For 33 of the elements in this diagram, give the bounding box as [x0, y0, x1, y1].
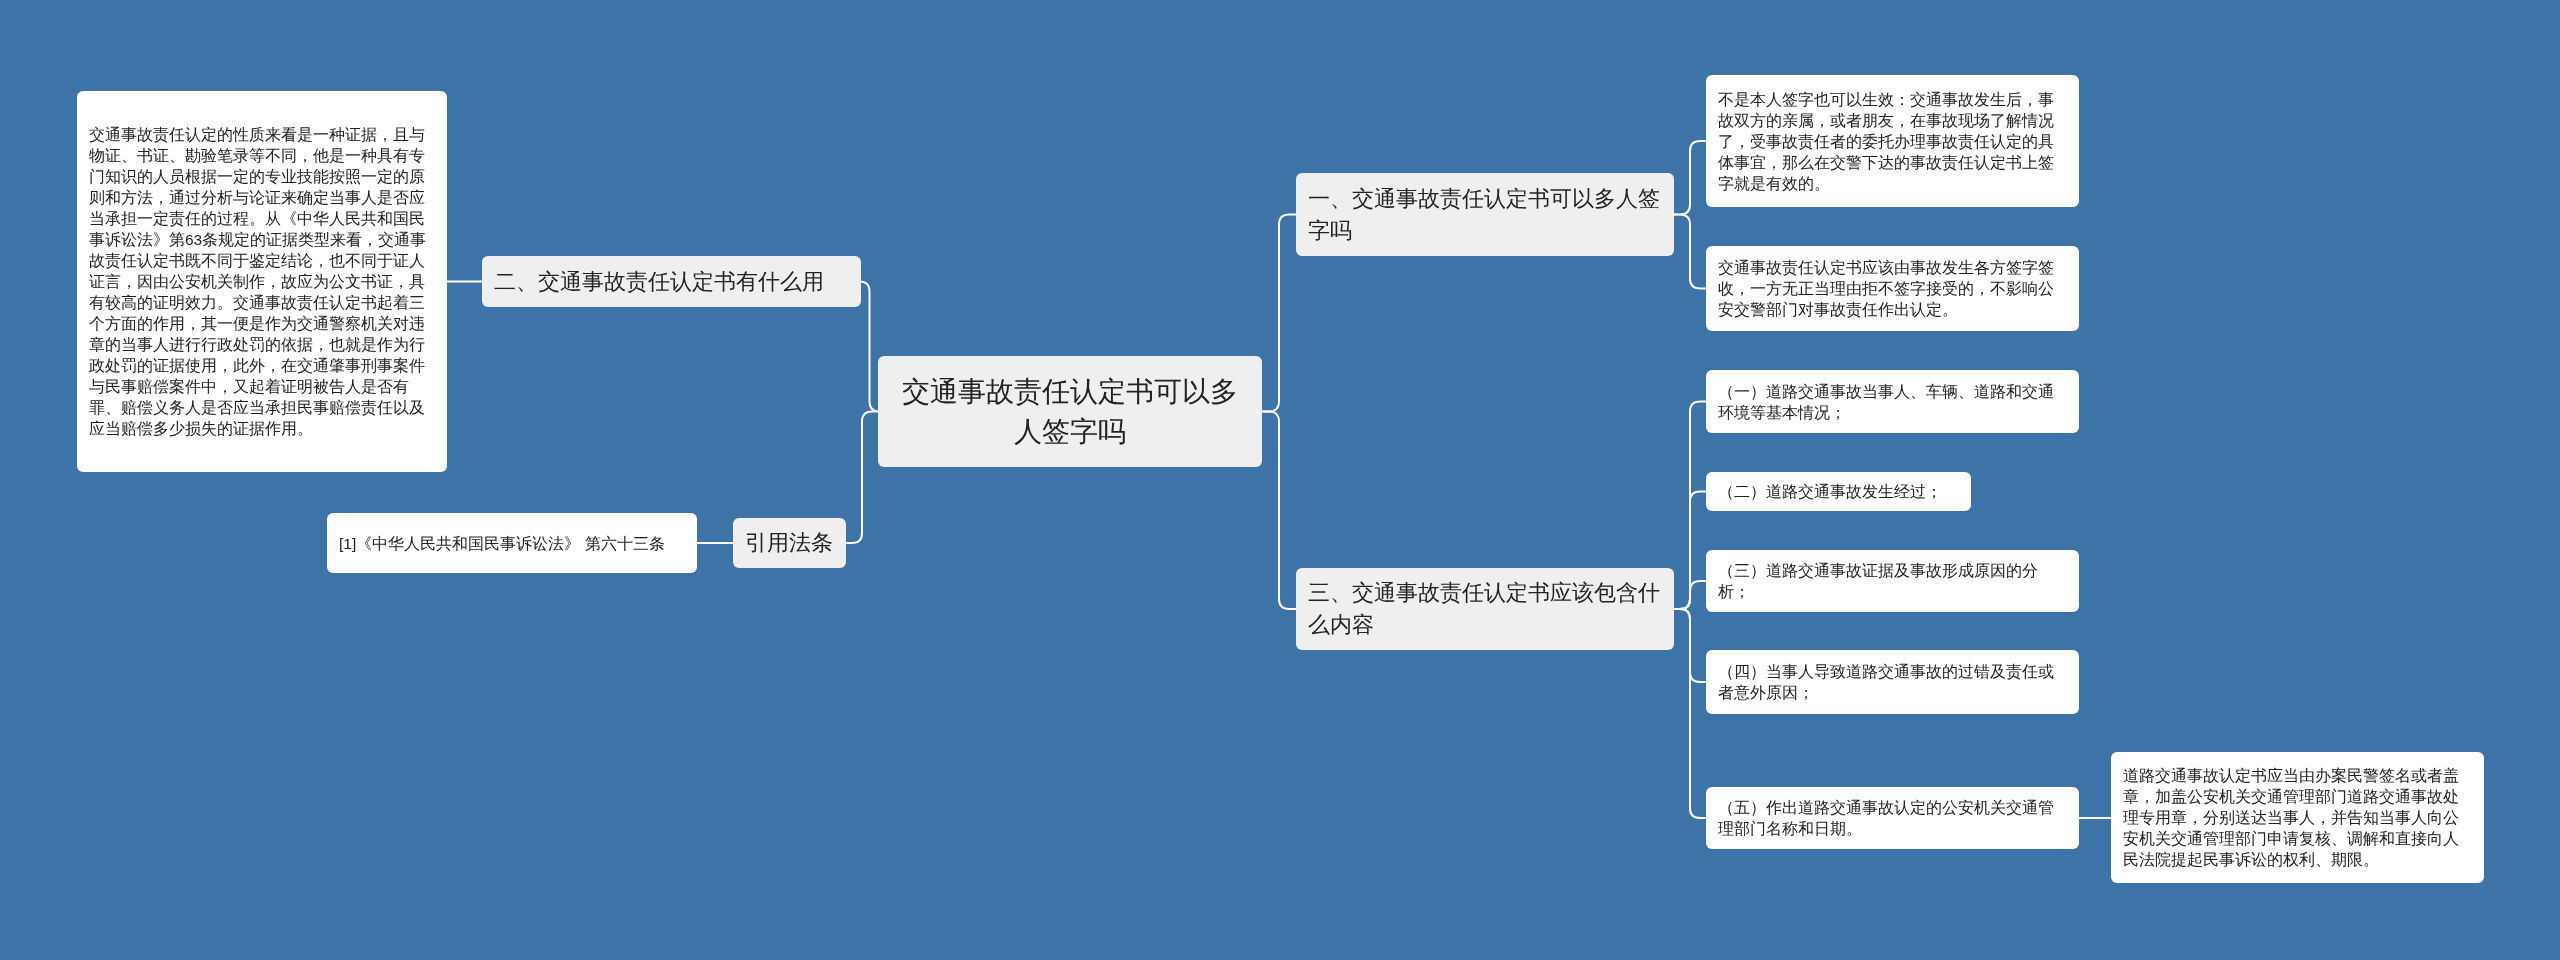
topic-text: 交通事故责任认定的性质来看是一种证据，且与物证、书证、勘验笔录等不同，他是一种具有专门知识的人员根据一定的专业技能按照一定的原则和方法，通过分析与论证来确定当事人是否应当承担一定责任的过程。从《中华人民共和国民事诉讼法》第63条规定的证据类型来看，交通事故责任认定书既不同于鉴定结论，也不同于证人证言，因由公安机关制作，故应为公文书证，具有较高的证明效力。交通事故责任认定书起着三个方面的作用，其一便是作为交通警察机关对违章的当事人进行行政处罚的依据，也就是作为行政处罚的证据使用，此外，在交通肇事刑事案件与民事赔偿案件中，又起着证明被告人是否有罪、赔偿义务人是否应当承担民事赔偿责任以及应当赔偿多少损失的证据作用。 [89, 125, 428, 439]
central-topic-box [878, 356, 1262, 467]
note-card [1706, 550, 2079, 612]
note-card [327, 513, 697, 573]
connector-line [2078, 817, 2112, 819]
topic-text: 交通事故责任认定书应该由事故发生各方签字签收，一方无正当理由拒不签字接受的，不影响公安交警部门对事故责任作出认定。 [1718, 258, 2055, 320]
topic-box [1296, 173, 1674, 256]
topic-text: 二、交通事故责任认定书有什么用 [494, 267, 824, 296]
topic-box [1296, 568, 1674, 650]
connector-line [696, 542, 734, 544]
topic-box [733, 518, 846, 568]
note-card [1706, 472, 1971, 511]
topic-text: 交通事故责任认定书可以多人签字吗 [901, 374, 1239, 449]
note-card [1706, 246, 2079, 331]
note-card [77, 91, 447, 472]
topic-text: 一、交通事故责任认定书可以多人签字吗 [1308, 184, 1661, 245]
topic-text: （三）道路交通事故证据及事故形成原因的分析； [1718, 561, 2039, 602]
topic-text: （四）当事人导致道路交通事故的过错及责任或者意外原因； [1718, 662, 2055, 703]
note-card [2111, 752, 2484, 883]
note-card [1706, 370, 2079, 433]
note-card [1706, 650, 2079, 714]
topic-text: （二）道路交通事故发生经过； [1718, 482, 1942, 502]
topic-text: （五）作出道路交通事故认定的公安机关交通管理部门名称和日期。 [1718, 798, 2055, 839]
topic-text: 不是本人签字也可以生效：交通事故发生后，事故双方的亲属，或者朋友，在事故现场了解情况了，受事故责任者的委托办理事故责任认定的具体事宜，那么在交警下达的事故责任认定书上签字就是有效的。 [1718, 89, 2055, 194]
topic-text: （一）道路交通事故当事人、车辆、道路和交通环境等基本情况； [1718, 381, 2055, 423]
topic-text: 三、交通事故责任认定书应该包含什么内容 [1308, 579, 1661, 639]
topic-text: [1]《中华人民共和国民事诉讼法》 第六十三条 [339, 533, 665, 554]
note-card [1706, 75, 2079, 207]
topic-text: 道路交通事故认定书应当由办案民警签名或者盖章，加盖公安机关交通管理部门道路交通事故处理专用章，分别送达当事人，并告知当事人向公安机关交通管理部门申请复核、调解和直接向人民法院提起民事诉讼的权利、期限。 [2123, 766, 2460, 870]
topic-text: 引用法条 [745, 529, 833, 557]
note-card [1706, 787, 2079, 849]
connector-line [446, 280, 483, 283]
topic-box [482, 256, 861, 307]
